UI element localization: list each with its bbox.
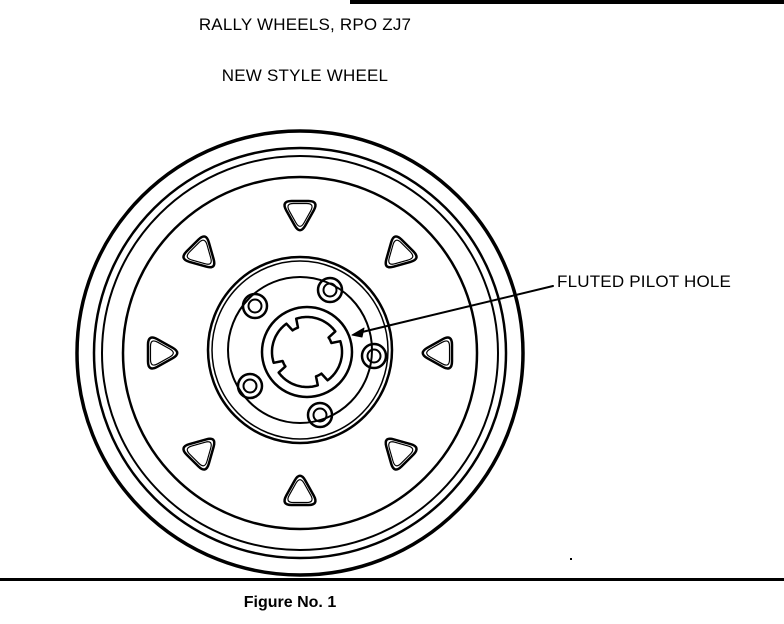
scan-speck xyxy=(570,558,572,560)
pilot-hole-flutes xyxy=(270,315,344,389)
rim-outer-ring xyxy=(92,146,508,560)
wheel-window xyxy=(384,437,418,471)
wheel-window-inner-edge xyxy=(287,202,313,227)
callout-leader xyxy=(351,285,554,338)
wheel-window xyxy=(182,437,216,471)
wheel-window xyxy=(146,336,179,370)
wheel-window xyxy=(283,474,317,507)
tire-outer-ring xyxy=(75,129,525,577)
wheel-window-inner-edge xyxy=(426,340,451,366)
rim-inner-ring xyxy=(101,155,499,551)
hub-outer-ring-inner-edge xyxy=(211,260,389,440)
lug-hole xyxy=(241,292,269,320)
lug-holes xyxy=(236,276,388,429)
wheel-window xyxy=(283,199,317,232)
pilot-hole-outer-ring xyxy=(260,305,354,399)
bottom-rule xyxy=(0,578,784,581)
lug-hole-inner xyxy=(312,407,328,423)
wheel-window-inner-edge xyxy=(186,441,212,467)
diagram-subtitle: NEW STYLE WHEEL xyxy=(221,66,389,85)
wheel-window-inner-edge xyxy=(186,239,212,265)
diagram-title: RALLY WHEELS, RPO ZJ7 xyxy=(198,15,412,34)
wheel-window-inner-edge xyxy=(388,441,414,467)
leader-line xyxy=(357,285,554,334)
lug-hole-inner xyxy=(247,298,263,314)
wheel-window xyxy=(421,336,454,370)
wheel-windows xyxy=(146,199,454,507)
wheel-window-inner-edge xyxy=(287,479,313,504)
lug-hole xyxy=(360,342,388,370)
hub-mounting-ring xyxy=(227,276,373,424)
leader-arrowhead xyxy=(351,327,365,338)
disc-outer-ring xyxy=(121,175,479,531)
wheel-window xyxy=(182,235,216,269)
wheel-window-inner-edge xyxy=(388,239,414,265)
wheel-rim-rings xyxy=(75,129,525,577)
wheel-window-inner-edge xyxy=(149,340,174,366)
lug-hole-inner xyxy=(366,348,382,364)
fluted-pilot-hole xyxy=(260,305,354,399)
top-rule xyxy=(350,0,784,4)
lug-hole xyxy=(316,276,344,304)
lug-hole xyxy=(306,401,334,429)
callout-label: FLUTED PILOT HOLE xyxy=(557,272,732,291)
hub-outer-ring xyxy=(206,255,394,445)
lug-hole xyxy=(236,372,264,400)
lug-hole-inner xyxy=(322,282,338,298)
lug-hole-inner xyxy=(242,378,258,394)
figure-caption: Figure No. 1 xyxy=(243,594,337,611)
wheel-window xyxy=(384,235,418,269)
